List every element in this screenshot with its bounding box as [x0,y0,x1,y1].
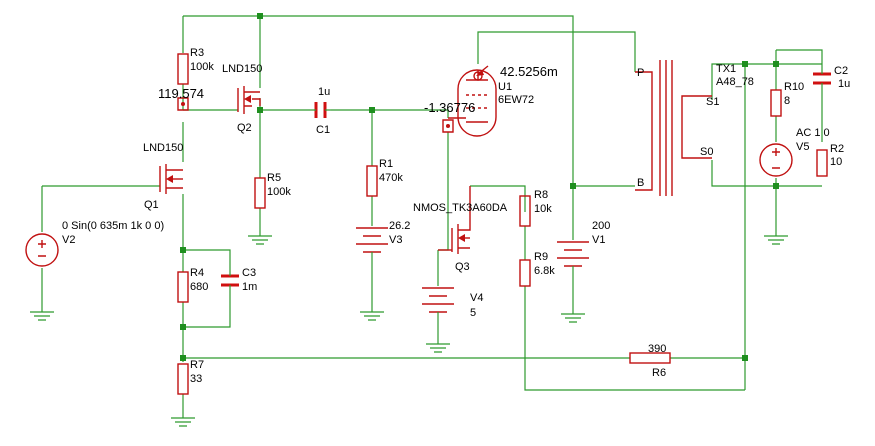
q1-transistor[interactable] [159,164,183,194]
r5-resistor[interactable] [254,177,266,209]
u1-model: 6EW72 [498,94,534,106]
q2-label: Q2 [237,122,252,134]
v4-label: V4 [470,292,483,304]
r9-label: R9 [534,251,548,263]
r2-label: R2 [830,143,844,155]
q3-label: Q3 [455,261,470,273]
r8-value: 10k [534,203,552,215]
probe-q2-node-value: 119.574 [158,86,204,101]
ground-symbols [30,235,788,427]
r7-value: 33 [190,373,202,385]
v1-label: V1 [592,234,605,246]
v1-battery[interactable] [557,241,589,272]
r10-resistor[interactable] [770,89,782,117]
v3-value: 26.2 [389,220,410,232]
c2-capacitor[interactable] [813,64,831,90]
junctions [180,13,779,361]
wires [41,15,823,418]
r1-value: 470k [379,172,403,184]
r5-label: R5 [267,172,281,184]
r3-resistor[interactable] [177,53,189,85]
r9-resistor[interactable] [519,259,531,287]
v4-battery[interactable] [422,287,454,318]
q1-model: LND150 [143,142,183,154]
probe-grid-node[interactable] [442,119,454,133]
q2-model: LND150 [222,63,262,75]
tx1-model: A48_78 [716,76,754,88]
probe-plate-current[interactable] [476,65,489,76]
r1-resistor[interactable] [366,165,378,197]
q1-label: Q1 [144,199,159,211]
v2-value: 0 Sin(0 635m 1k 0 0) [62,220,164,232]
r6-resistor[interactable] [629,352,671,364]
c1-value: 1u [318,86,330,98]
r5-value: 100k [267,186,291,198]
r3-label: R3 [190,47,204,59]
v2-label: V2 [62,234,75,246]
c3-label: C3 [242,267,256,279]
r2-resistor[interactable] [816,149,828,177]
r6-label: R6 [652,367,666,379]
r8-resistor[interactable] [519,195,531,227]
r2-value: 10 [830,156,842,168]
v3-battery[interactable] [356,227,388,260]
tx1-pin-s0: S0 [700,146,713,158]
r6-value: 390 [648,343,666,355]
r4-label: R4 [190,267,204,279]
probe-q2-node[interactable] [177,97,189,111]
v4-value: 5 [470,307,476,319]
v3-label: V3 [389,234,402,246]
tx1-pin-p: P [637,67,644,79]
v5-value: AC 1 0 [796,127,830,139]
v5-source[interactable] [759,143,793,177]
u1-label: U1 [498,81,512,93]
tx1-pin-s1: S1 [706,96,719,108]
r7-label: R7 [190,359,204,371]
v5-label: V5 [796,141,809,153]
tx1-pin-b: B [637,177,644,189]
tx1-transformer[interactable] [635,60,712,196]
c1-capacitor[interactable] [310,102,331,118]
probe-grid-node-value: -1.36776 [424,100,475,115]
r4-value: 680 [190,281,208,293]
r10-value: 8 [784,95,790,107]
c3-capacitor[interactable] [221,268,239,290]
c1-label: C1 [316,124,330,136]
r3-value: 100k [190,61,214,73]
u1-tube[interactable] [448,69,497,137]
c2-label: C2 [834,65,848,77]
c3-value: 1m [242,281,257,293]
v1-value: 200 [592,220,610,232]
q3-model: NMOS_TK3A60DA [413,202,508,214]
q2-transistor[interactable] [237,86,261,114]
tx1-label: TX1 [716,63,736,75]
probe-plate-current-value: 42.5256m [500,64,558,79]
r1-label: R1 [379,158,393,170]
q3-transistor[interactable] [438,186,471,254]
r9-value: 6.8k [534,265,555,277]
v2-source[interactable] [25,233,59,267]
r8-label: R8 [534,189,548,201]
r7-resistor[interactable] [177,363,189,395]
c2-value: 1u [838,78,850,90]
r4-resistor[interactable] [177,271,189,303]
r10-label: R10 [784,81,804,93]
